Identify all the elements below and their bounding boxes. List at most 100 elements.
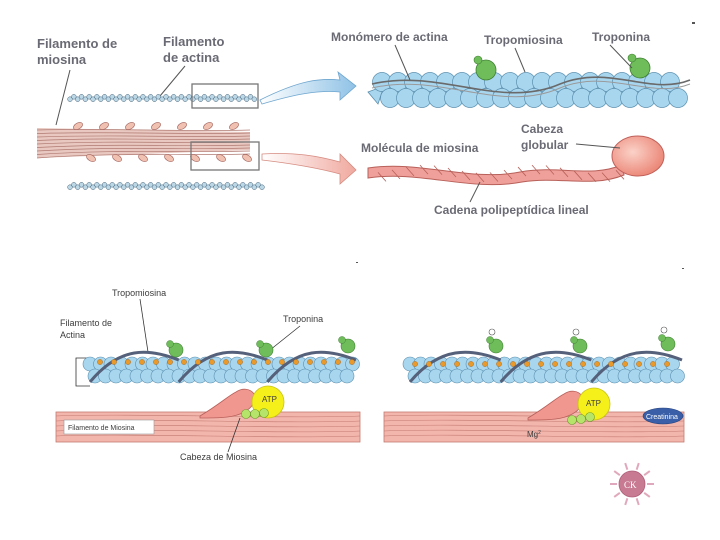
binding-site — [265, 359, 271, 365]
actin-bead — [98, 184, 104, 190]
leader-line — [227, 417, 241, 453]
actin-bead — [90, 96, 96, 102]
actin-bead — [217, 94, 223, 100]
actin-bead — [209, 94, 215, 100]
myosin-head-small — [138, 154, 148, 162]
bracket — [75, 357, 90, 387]
actin-bead — [90, 184, 96, 190]
actin-bead — [144, 184, 150, 190]
actin-bead — [243, 96, 250, 102]
actin-filament-enlarged — [367, 53, 691, 108]
troponin-subunit — [338, 336, 346, 344]
logo-ray — [613, 492, 621, 498]
binding-site — [167, 359, 173, 365]
myosin-head-small — [99, 122, 109, 130]
actin-bead — [240, 94, 246, 100]
phosphate-groups-br — [567, 412, 595, 425]
actin-monomer — [668, 88, 688, 108]
binding-site — [664, 361, 670, 367]
binding-site — [608, 361, 614, 367]
logo-ray — [624, 497, 629, 506]
actin-bead — [240, 182, 246, 188]
actin-bead — [209, 182, 215, 188]
globular-head-label: Cabeza globular — [521, 122, 569, 152]
actin-bead — [236, 96, 242, 102]
actin-bead — [224, 94, 231, 100]
actin-bead — [171, 182, 177, 188]
binding-site — [482, 361, 488, 367]
actin-bead — [228, 96, 234, 102]
actin-bead — [182, 96, 188, 102]
troponin-label-bl: Troponina — [283, 314, 323, 324]
myosin-head-small — [242, 154, 252, 162]
actin-bead — [124, 94, 131, 100]
actin-bead — [205, 96, 211, 102]
actin-bead — [190, 184, 196, 190]
twist-mark — [405, 166, 415, 177]
actin-bead — [136, 184, 142, 190]
myosin-strand — [55, 434, 361, 438]
twist-mark — [545, 165, 555, 175]
actin-bead — [132, 182, 138, 188]
logo-text: CK — [624, 480, 637, 490]
troponin-label: Troponina — [592, 30, 650, 44]
actin-bead — [117, 182, 123, 188]
myosin-strand — [36, 129, 251, 131]
calcium-ion — [488, 328, 496, 336]
polypeptide-chain-label: Cadena polipeptídica lineal — [434, 203, 589, 217]
logo-ray — [643, 470, 651, 476]
tropomyosin-label: Tropomiosina — [484, 33, 563, 47]
myosin-head-small — [216, 154, 226, 162]
actin-bead — [121, 184, 127, 190]
actin-bead — [128, 96, 135, 102]
actin-bead — [98, 96, 104, 102]
tropomyosin-strand — [590, 350, 683, 383]
actin-bead — [201, 94, 208, 100]
actin-bead — [82, 96, 89, 102]
actin-bead — [86, 94, 92, 100]
binding-site — [321, 359, 327, 365]
myosin-head-small — [229, 122, 239, 130]
actin-bead — [167, 96, 173, 102]
actin-bead — [151, 96, 158, 102]
zoom-box-actin — [191, 83, 259, 109]
actin-bead — [228, 184, 234, 190]
myosin-head-small — [203, 122, 213, 130]
actin-bead — [197, 96, 204, 102]
myosin-strand — [36, 144, 251, 148]
myosin-head-label-bl: Cabeza de Miosina — [180, 452, 257, 462]
binding-site — [650, 361, 656, 367]
actin-filament-br — [402, 326, 685, 384]
twist-mark — [419, 164, 429, 175]
actin-bead — [113, 184, 119, 190]
actin-bead — [117, 94, 123, 100]
globular-head — [611, 135, 665, 177]
myosin-strand — [36, 138, 251, 141]
actin-bead — [101, 182, 108, 188]
actin-bead — [94, 182, 100, 188]
actin-bead — [75, 96, 81, 102]
binding-site — [307, 359, 313, 365]
twist-mark — [601, 172, 611, 182]
myosin-head-small — [164, 154, 174, 162]
actin-bead — [201, 182, 208, 188]
tropomyosin-strand — [266, 350, 357, 383]
actin-bead — [213, 184, 219, 190]
binding-site — [223, 359, 229, 365]
binding-site — [335, 359, 341, 365]
zoom-box-myosin — [190, 141, 260, 171]
binding-site — [139, 359, 145, 365]
actin-bead — [75, 184, 81, 190]
atp-circle-bl — [251, 385, 285, 419]
binding-site — [125, 359, 131, 365]
actin-monomer — [339, 368, 355, 384]
actin-bead — [109, 94, 115, 100]
tropomyosin-label-bl: Tropomiosina — [112, 288, 166, 298]
actin-bead — [144, 96, 150, 102]
myosin-head-small — [73, 122, 83, 130]
actin-bead — [159, 184, 165, 190]
twist-mark — [475, 172, 485, 183]
binding-site — [426, 361, 432, 367]
actin-bead — [247, 182, 254, 188]
myosin-strand — [36, 150, 251, 155]
